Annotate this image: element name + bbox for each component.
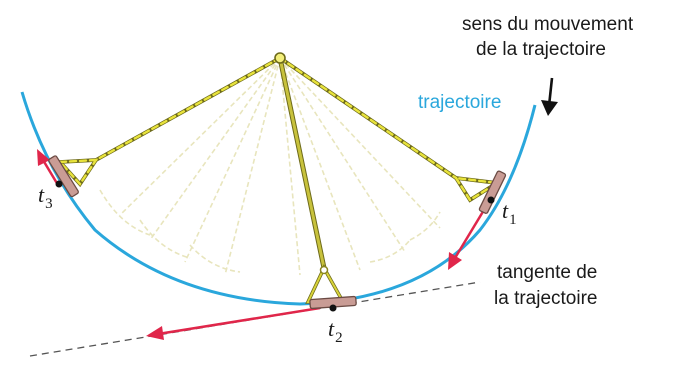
ghost-curl-1 [99, 189, 151, 236]
ghost-position-8 [279, 57, 441, 229]
tangent-label-line1: tangente de [497, 262, 597, 283]
chain-left-fork [57, 158, 99, 186]
ghost-position-6 [279, 57, 361, 271]
tangent-label-line2: la trajectoire [494, 288, 598, 309]
position-dot-t1 [487, 196, 495, 204]
chain-right [278, 56, 458, 180]
ghost-curl-5 [409, 211, 441, 241]
ghost-swing-positions [99, 57, 441, 276]
ghost-position-2 [149, 57, 281, 241]
ghost-curl-2 [139, 219, 191, 259]
trajectory-arc [20, 91, 537, 306]
seat-t1 [478, 170, 507, 214]
direction-label-line2: de la trajectoire [476, 39, 606, 60]
ghost-position-3 [184, 57, 281, 263]
seats [48, 155, 507, 310]
label-t3: t3 [38, 182, 53, 212]
seat-t3 [48, 155, 79, 198]
chain-right-fork [453, 176, 501, 202]
chain-left [94, 56, 282, 162]
trajectory-label: trajectoire [418, 92, 501, 113]
ghost-position-1 [119, 57, 281, 216]
position-dot-t3 [55, 180, 63, 188]
ghost-position-7 [279, 57, 406, 253]
ghost-position-4 [224, 57, 281, 276]
ghost-curl-3 [189, 244, 241, 273]
chains [55, 56, 503, 203]
arrow-down-icon [541, 77, 558, 116]
direction-label-line1: sens du mouvement [462, 14, 634, 35]
rod-joint [319, 265, 329, 275]
velocity-arrow-t2 [157, 306, 321, 336]
velocity-arrowhead-t3 [37, 149, 50, 166]
tangent-velocity-arrows [37, 149, 492, 340]
ghost-position-5 [279, 57, 301, 276]
velocity-arrow-t3 [41, 159, 60, 186]
label-t1: t1 [502, 198, 517, 228]
velocity-arrowhead-t2 [146, 326, 164, 340]
ghost-curl-4 [369, 239, 411, 263]
position-dot-t2 [329, 304, 337, 312]
pivot-circle-icon [274, 52, 286, 64]
label-t2: t2 [328, 316, 343, 346]
velocity-arrowhead-t1 [448, 252, 462, 270]
